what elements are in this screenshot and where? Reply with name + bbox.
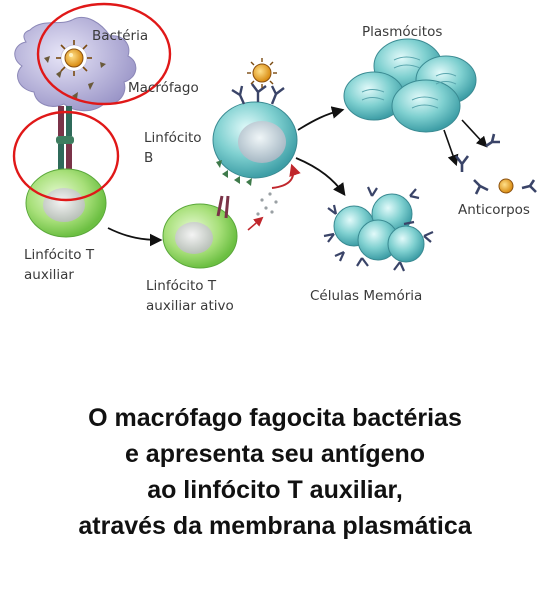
label-helper-t-line2: auxiliar [24, 267, 74, 283]
label-macrophage: Macrófago [128, 80, 199, 96]
label-active-t-line1: Linfócito T [146, 278, 217, 294]
b-to-memory-arrow [295, 157, 346, 197]
caption-line-2: e apresenta seu antígeno [124, 440, 426, 468]
highlight-circle-bacteria [36, 2, 172, 106]
label-helper-t-line1: Linfócito T [24, 247, 95, 263]
b-to-plasma-arrow [297, 106, 345, 131]
label-active-t-line2: auxiliar ativo [146, 298, 234, 314]
label-b-cell-line1: Linfócito [144, 130, 202, 146]
caption-line-1: O macrófago fagocita bactérias [88, 404, 462, 432]
caption: O macrófago fagocita bactérias e apresen… [0, 400, 550, 544]
receptor-complex [56, 106, 74, 170]
plasma-to-antibody-arrow-1 [443, 129, 459, 167]
activation-arrow [271, 163, 301, 189]
caption-line-4: através da membrana plasmática [78, 512, 472, 540]
plasma-cells [343, 38, 477, 133]
label-antibodies: Anticorpos [458, 202, 530, 218]
cytokine-signals [256, 192, 278, 216]
highlight-circle-receptor [12, 110, 120, 202]
caption-line-3: ao linfócito T auxiliar, [147, 476, 403, 504]
antibody-bound-bacteria-icon [498, 178, 514, 194]
b-cell-antigen-icon [247, 58, 277, 88]
active-helper-t-cell [162, 195, 238, 269]
plasma-to-antibody-arrow-2 [461, 119, 488, 148]
b-cell [212, 58, 298, 186]
label-bacteria: Bactéria [92, 28, 148, 44]
label-plasma-cells: Plasmócitos [362, 24, 442, 40]
label-memory-cells: Células Memória [310, 288, 422, 304]
signal-arrow [247, 216, 264, 231]
immune-response-diagram: Bactéria Macrófago Linfócito B Linfócito… [12, 2, 537, 314]
t-cell-activation-arrow [107, 227, 163, 247]
bacteria-icon [56, 40, 92, 76]
antibody-icons [454, 133, 537, 195]
helper-t-cell [25, 168, 107, 238]
memory-cells [323, 186, 434, 272]
label-b-cell-line2: B [144, 150, 153, 166]
